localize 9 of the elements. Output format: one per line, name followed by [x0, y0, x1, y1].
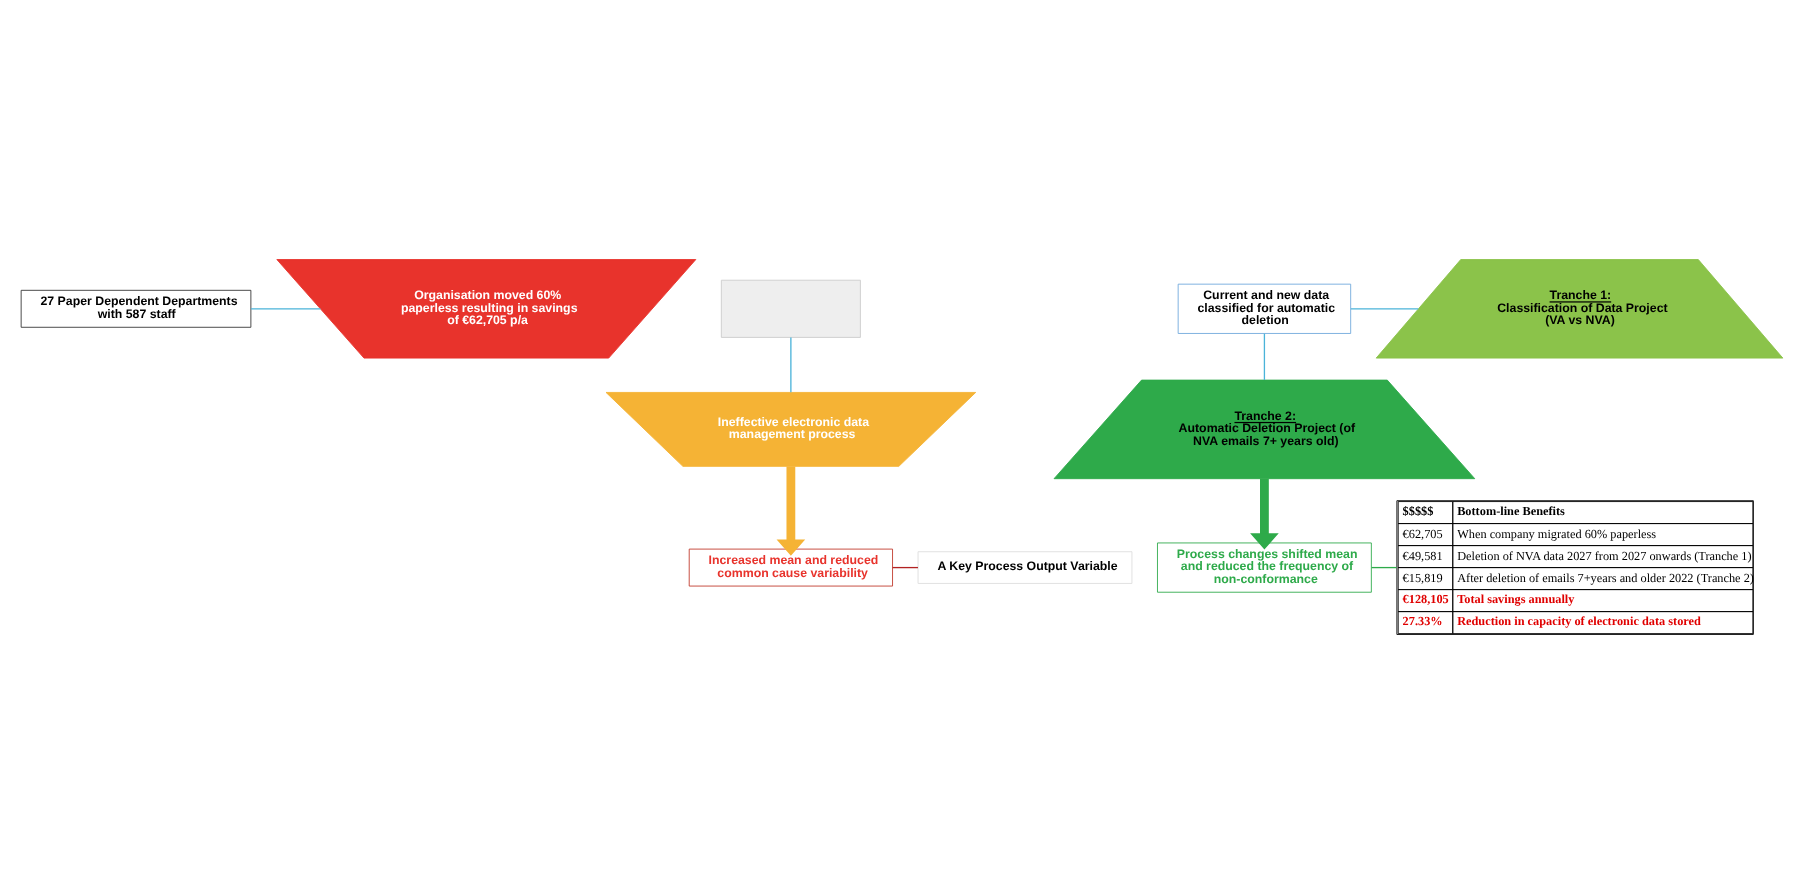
- connector: [1263, 333, 1266, 381]
- arrow: [776, 466, 806, 556]
- connector: [790, 336, 792, 393]
- arrow: [1250, 478, 1279, 550]
- connector: [250, 308, 322, 310]
- node-box: [720, 279, 861, 338]
- connector: [891, 566, 919, 569]
- connector: [1350, 308, 1419, 310]
- connector: [1370, 566, 1398, 569]
